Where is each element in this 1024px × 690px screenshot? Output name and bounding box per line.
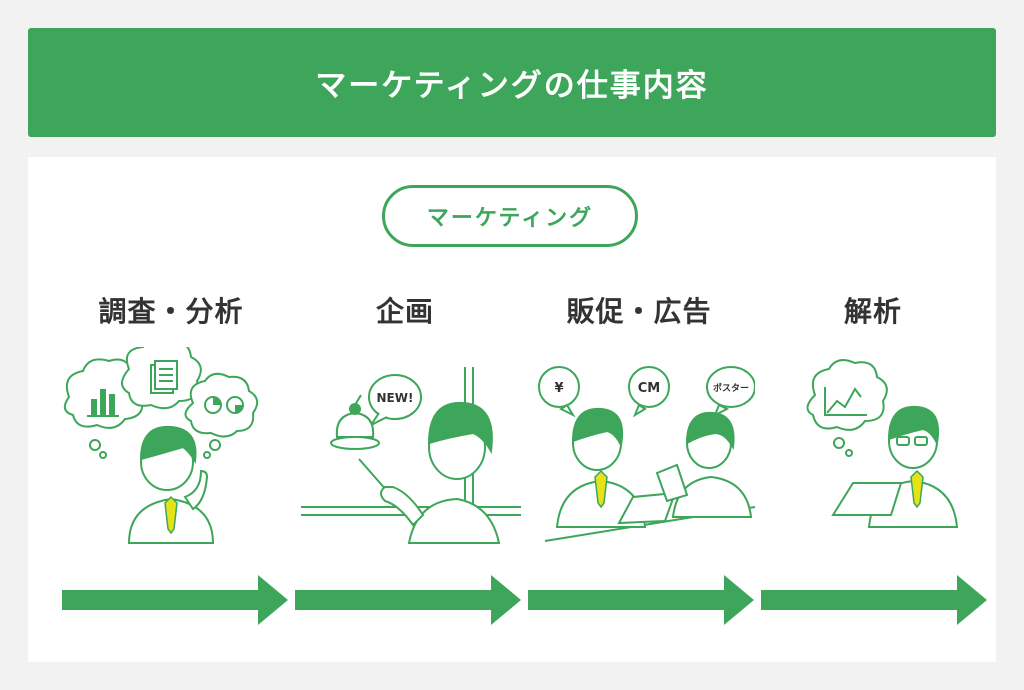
planning-illustration: NEW!	[289, 347, 521, 557]
flow-arrow-4	[761, 575, 993, 625]
flow-arrow-2	[295, 575, 527, 625]
page-header: マーケティングの仕事内容	[28, 28, 996, 137]
content-panel: マーケティング 調査・分析	[28, 157, 996, 662]
flow-arrow-3	[528, 575, 760, 625]
bubble-poster-text: ポスター	[713, 382, 749, 394]
bubble-new-text: NEW!	[377, 391, 414, 405]
research-illustration	[55, 347, 287, 557]
stage-title-research: 調査・分析	[98, 295, 244, 328]
stage-title-promotion: 販促・広告	[566, 295, 712, 328]
bubble-cm-text: CM	[638, 381, 660, 396]
category-pill: マーケティング	[382, 185, 638, 247]
page-title: マーケティングの仕事内容	[315, 68, 709, 104]
promotion-illustration: ¥ CM ポスター	[523, 347, 755, 557]
stage-title-planning: 企画	[375, 295, 434, 328]
stage-title-analysis: 解析	[843, 295, 902, 328]
bubble-yen-text: ¥	[554, 381, 563, 396]
flow-arrow-1	[62, 575, 294, 625]
analysis-illustration	[757, 347, 989, 557]
